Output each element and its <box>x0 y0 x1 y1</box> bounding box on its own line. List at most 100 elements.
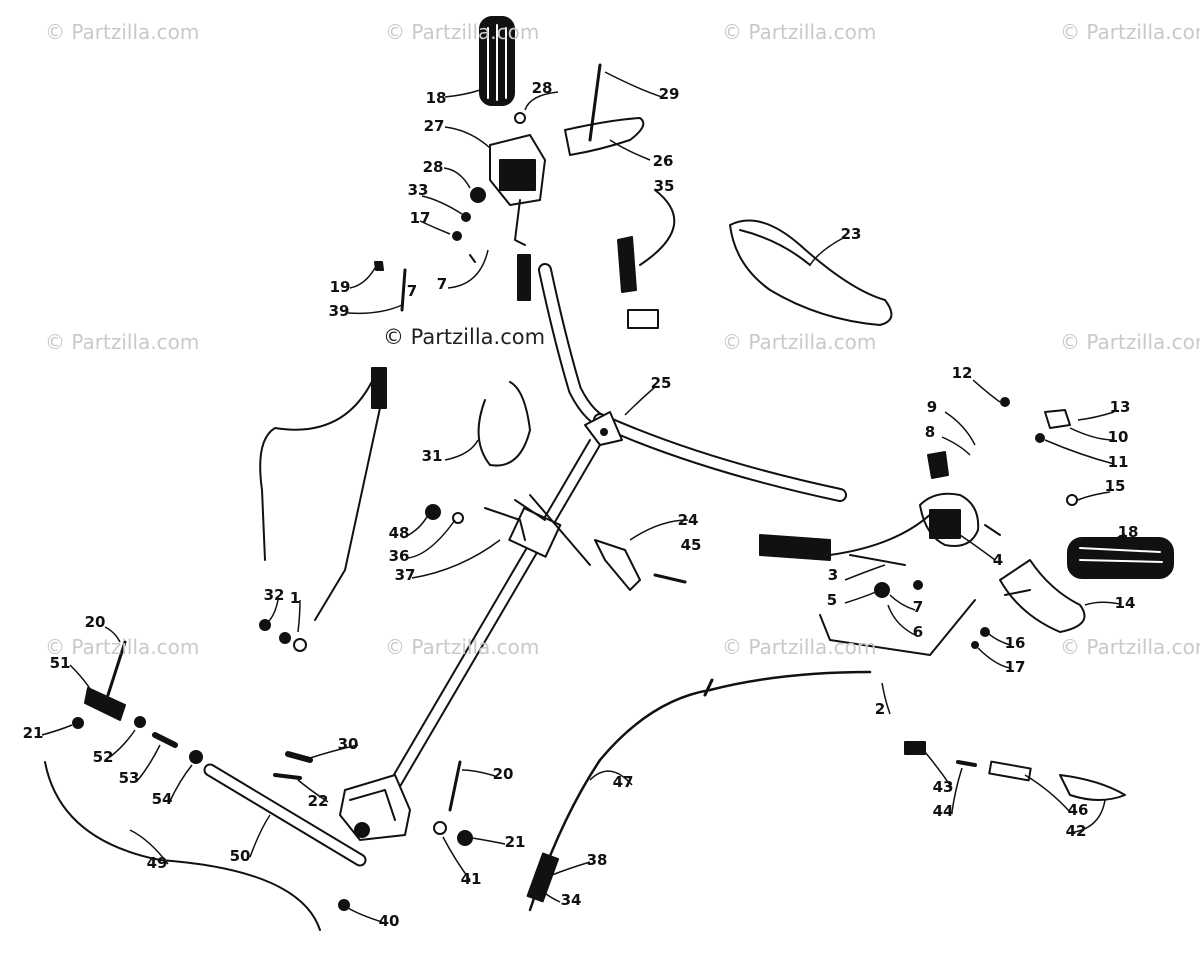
leader-line <box>844 589 881 604</box>
handlebar <box>538 263 847 502</box>
leader-line <box>471 837 506 845</box>
watermark: © Partzilla.com <box>45 635 200 659</box>
tie-rod-end <box>44 640 321 931</box>
callout-number: 24 <box>678 511 699 529</box>
leader-line <box>69 664 93 693</box>
callout-number: 10 <box>1108 428 1129 446</box>
leader-line <box>267 599 279 623</box>
leader-line <box>411 539 501 579</box>
leader-line <box>951 767 963 813</box>
leader-line <box>41 724 73 736</box>
callout-number: 28 <box>423 158 444 176</box>
callout-number: 50 <box>230 847 251 865</box>
leader-line <box>249 814 271 858</box>
callout-number: 4 <box>993 551 1003 569</box>
leader-lines <box>41 71 1126 923</box>
leader-line <box>419 220 451 235</box>
callout-number: 51 <box>50 654 71 672</box>
watermark: © Partzilla.com <box>722 635 877 659</box>
callout-number: 53 <box>119 769 140 787</box>
callout-number: 13 <box>1110 398 1131 416</box>
watermark: © Partzilla.com <box>722 20 877 44</box>
callout-number: 18 <box>1118 523 1139 541</box>
callout-number: 21 <box>23 724 44 742</box>
small-hardware <box>874 397 1078 649</box>
callout-number: 8 <box>925 423 935 441</box>
callout-number: 7 <box>913 598 923 616</box>
callout-number: 48 <box>389 524 410 542</box>
callout-number: 17 <box>410 209 431 227</box>
callout-number: 16 <box>1005 634 1026 652</box>
callout-number: 35 <box>654 177 675 195</box>
leader-line <box>1069 427 1115 441</box>
leader-line <box>1084 601 1121 606</box>
callout-number: 3 <box>828 566 838 584</box>
leader-line <box>977 647 1011 669</box>
callout-number: 40 <box>379 912 400 930</box>
kill-switch <box>617 189 676 329</box>
callout-number: 46 <box>1068 801 1089 819</box>
leader-line <box>604 71 666 99</box>
watermark: © Partzilla.com <box>45 330 200 354</box>
callout-number: 20 <box>493 765 514 783</box>
leader-line <box>887 604 916 636</box>
leader-line <box>539 887 561 903</box>
leader-line <box>1024 774 1071 813</box>
leader-line <box>444 439 479 461</box>
leader-line <box>524 91 559 111</box>
throttle-lever <box>564 63 645 156</box>
callout-number: 19 <box>330 278 351 296</box>
assembly-outline <box>819 599 976 656</box>
leader-line <box>137 744 161 781</box>
leader-line <box>447 249 489 289</box>
watermark: © Partzilla.com <box>1060 330 1200 354</box>
callout-number: 21 <box>505 833 526 851</box>
callout-number: 18 <box>426 89 447 107</box>
brake-assembly <box>759 451 980 566</box>
callout-number: 41 <box>461 870 482 888</box>
leader-line <box>407 519 456 559</box>
callout-number: 43 <box>933 778 954 796</box>
leader-line <box>297 779 329 803</box>
leader-line <box>809 236 846 266</box>
callout-number: 32 <box>264 586 285 604</box>
callout-labels: 1234567778910111213141516171718181920202… <box>23 79 1139 930</box>
watermark: © Partzilla.com <box>1060 635 1200 659</box>
callout-number: 12 <box>952 364 973 382</box>
callout-number: 7 <box>407 282 417 300</box>
throttle-cable <box>259 367 387 652</box>
pin <box>374 261 407 312</box>
callout-number: 2 <box>875 700 885 718</box>
leader-line <box>941 436 971 456</box>
callout-number: 1 <box>290 589 300 607</box>
leader-line <box>309 744 359 759</box>
grip-right <box>1067 537 1174 579</box>
callout-number: 5 <box>827 591 837 609</box>
watermark: © Partzilla.com <box>45 20 200 44</box>
leader-line <box>347 907 383 923</box>
leader-line <box>169 764 193 802</box>
callout-number: 25 <box>651 374 672 392</box>
callout-number: 37 <box>395 566 416 584</box>
callout-number: 30 <box>338 735 359 753</box>
grip-top <box>479 16 515 106</box>
wire-coil <box>477 381 531 467</box>
callout-number: 11 <box>1108 453 1129 471</box>
callout-number: 44 <box>933 802 954 820</box>
leader-line <box>297 599 301 633</box>
callout-number: 6 <box>913 623 923 641</box>
leader-line <box>109 729 136 758</box>
leader-line <box>442 836 471 881</box>
handlebar-pad <box>729 219 893 326</box>
callout-number: 33 <box>408 181 429 199</box>
callout-number: 38 <box>587 851 608 869</box>
watermark-center: © Partzilla.com <box>383 325 546 349</box>
callout-number: 34 <box>561 891 582 909</box>
watermark: © Partzilla.com <box>385 635 540 659</box>
bracket-24 <box>594 539 687 591</box>
leader-line <box>624 386 656 416</box>
leader-line <box>924 751 953 789</box>
lower-hardware <box>273 751 473 911</box>
steering-post <box>384 439 601 796</box>
